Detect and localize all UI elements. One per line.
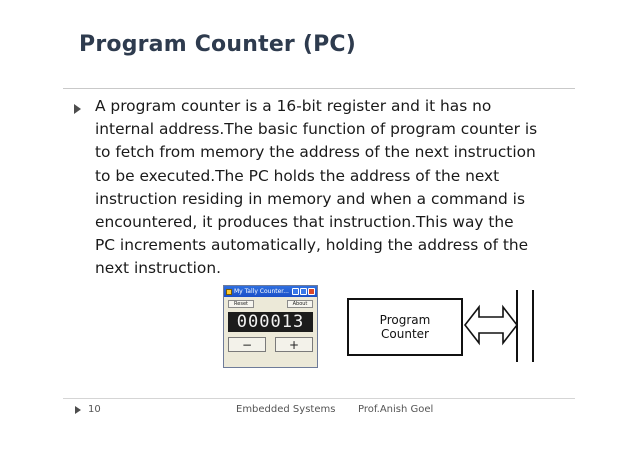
counter-window-title: My Tally Counter... bbox=[234, 288, 289, 295]
footer-divider bbox=[63, 398, 575, 399]
title-divider bbox=[63, 88, 575, 89]
about-button[interactable]: About bbox=[287, 300, 313, 308]
body-line: instruction residing in memory and when … bbox=[95, 189, 525, 208]
body-line: to be executed.The PC holds the address … bbox=[95, 166, 500, 185]
increment-button[interactable]: + bbox=[275, 337, 313, 352]
reset-button[interactable]: Reset bbox=[228, 300, 254, 308]
body-line: A program counter is a 16-bit register a… bbox=[95, 97, 492, 115]
page-number: 10 bbox=[88, 404, 101, 415]
tally-counter-window: My Tally Counter... Reset About 000013 −… bbox=[223, 285, 318, 368]
footer-author: Prof.Anish Goel bbox=[358, 404, 434, 415]
program-counter-label: Program Counter bbox=[380, 313, 431, 341]
body-line: next instruction. bbox=[95, 259, 221, 278]
body-line: encountered, it produces that instructio… bbox=[95, 213, 514, 232]
maximize-icon[interactable] bbox=[300, 288, 307, 295]
body-line: to fetch from memory the address of the … bbox=[95, 143, 536, 162]
bus-line-right bbox=[532, 290, 534, 362]
slide-title: Program Counter (PC) bbox=[79, 32, 357, 57]
counter-bottomrow: − + bbox=[224, 332, 317, 352]
footer-course: Embedded Systems bbox=[236, 404, 336, 415]
body-line: PC increments automatically, holding the… bbox=[95, 236, 529, 255]
decrement-button[interactable]: − bbox=[228, 337, 266, 352]
pc-label-line1: Program bbox=[379, 313, 431, 327]
program-counter-box: Program Counter bbox=[347, 298, 463, 356]
minimize-icon[interactable] bbox=[292, 288, 299, 295]
bidirectional-bus-arrow-icon bbox=[463, 304, 519, 346]
counter-toprow: Reset About bbox=[224, 297, 317, 308]
bullet-arrow-icon bbox=[74, 104, 81, 114]
pc-label-line2: Counter bbox=[381, 327, 429, 341]
close-icon[interactable] bbox=[308, 288, 315, 295]
counter-display: 000013 bbox=[228, 312, 313, 332]
counter-titlebar: My Tally Counter... bbox=[224, 286, 317, 297]
body-line: internal address.The basic function of p… bbox=[95, 120, 538, 139]
bus-line-left bbox=[516, 290, 518, 362]
app-icon bbox=[226, 288, 232, 295]
body-paragraph: A program counter is a 16-bit register a… bbox=[95, 95, 570, 281]
footer-arrow-icon bbox=[75, 406, 81, 414]
